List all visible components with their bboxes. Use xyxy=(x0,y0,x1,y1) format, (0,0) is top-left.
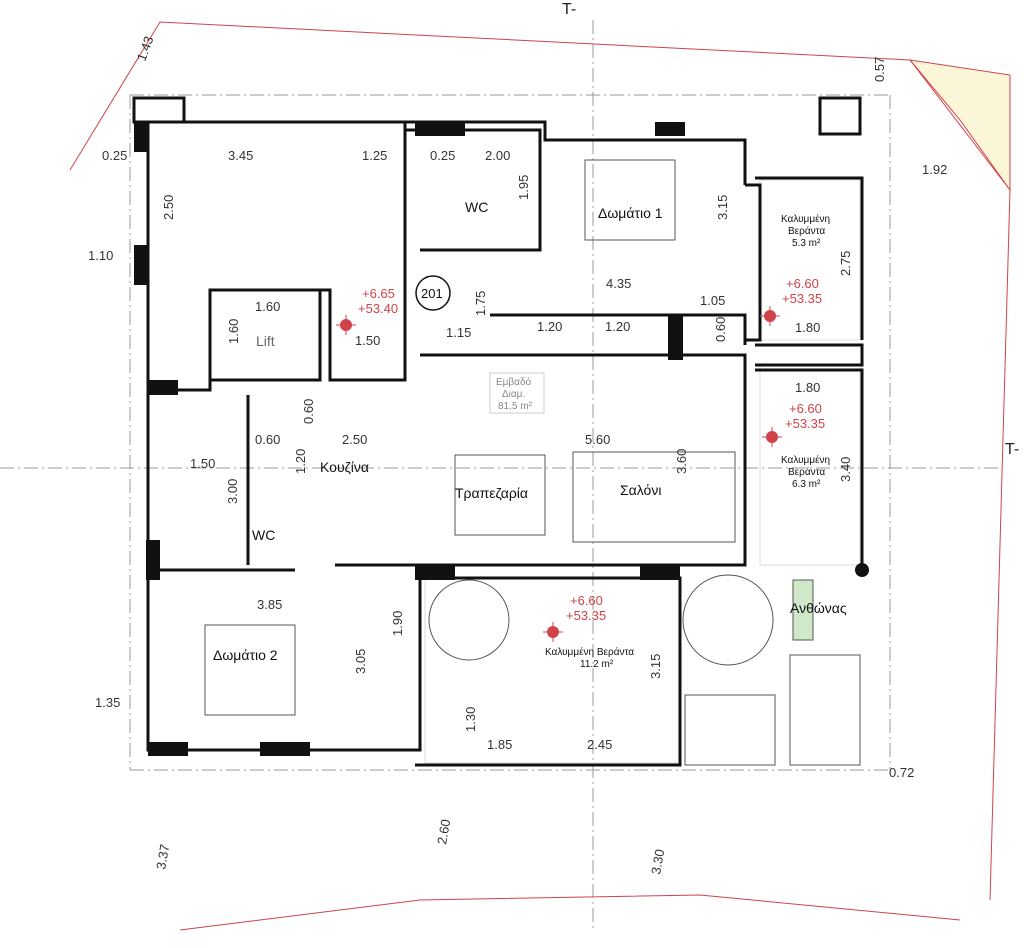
wall-columns xyxy=(134,122,869,756)
dimension-labels: 1.43 0.57 0.25 3.45 1.25 0.25 2.00 1.95 … xyxy=(88,34,947,875)
level-a: +6.60 xyxy=(570,593,603,608)
dimension: 1.35 xyxy=(95,695,120,710)
dimension: 3.37 xyxy=(153,843,172,871)
dimension: 0.57 xyxy=(872,57,887,82)
level-b: +53.40 xyxy=(358,301,398,316)
section-mark-right: T- xyxy=(1005,441,1019,458)
room-bedroom-2: Δωμάτιο 2 xyxy=(213,647,278,663)
dimension: 3.60 xyxy=(674,449,689,474)
dimension: 0.25 xyxy=(102,148,127,163)
dimension: 3.30 xyxy=(648,848,667,876)
room-kitchen: Κουζίνα xyxy=(320,459,369,475)
veranda-2-label-2: Βεράντα xyxy=(788,466,825,478)
dimension: 1.50 xyxy=(190,456,215,471)
room-bedroom-1: Δωμάτιο 1 xyxy=(598,205,663,221)
dimension: 3.45 xyxy=(228,148,253,163)
dimension: 0.72 xyxy=(889,765,914,780)
veranda-1-area: 5.3 m² xyxy=(792,238,821,249)
dimension: 2.60 xyxy=(434,818,453,846)
room-dining: Τραπεζαρία xyxy=(455,485,528,501)
dimension: 1.75 xyxy=(473,291,488,316)
level-markers: +6.65 +53.40 +6.60 +53.35 +6.60 +53.35 +… xyxy=(336,276,825,642)
section-mark-top: T- xyxy=(562,1,576,18)
room-planter: Ανθώνας xyxy=(790,600,847,616)
dimension: 0.60 xyxy=(255,432,280,447)
dimension: 0.60 xyxy=(713,317,728,342)
level-b: +53.35 xyxy=(785,416,825,431)
level-target-icon xyxy=(760,306,780,326)
area-value: 81.5 m² xyxy=(498,401,533,412)
room-wc-1: WC xyxy=(465,199,488,215)
veranda-1-label-2: Βεράντα xyxy=(788,225,825,237)
dimension: 4.35 xyxy=(606,276,631,291)
dimension: 1.43 xyxy=(134,34,157,63)
apartment-number-badge xyxy=(415,275,451,311)
dimension: 2.45 xyxy=(587,737,612,752)
dimension: 3.15 xyxy=(648,654,663,679)
dimension: 2.50 xyxy=(161,195,176,220)
dimension: 1.80 xyxy=(795,380,820,395)
dimension: 1.80 xyxy=(795,320,820,335)
walls xyxy=(132,96,864,767)
dimension: 1.50 xyxy=(355,333,380,348)
area-label-1: Εμβαδό xyxy=(496,376,532,388)
dimension: 1.95 xyxy=(516,175,531,200)
level-b: +53.35 xyxy=(782,291,822,306)
dimension: 0.60 xyxy=(301,399,316,424)
veranda-2-label: Καλυμμένη xyxy=(781,454,830,466)
dimension: 1.05 xyxy=(700,293,725,308)
level-a: +6.60 xyxy=(789,401,822,416)
dimension: 1.20 xyxy=(605,319,630,334)
dimension: 1.90 xyxy=(390,611,405,636)
dimension: 2.00 xyxy=(485,148,510,163)
level-target-icon xyxy=(762,427,782,447)
dimension: 3.85 xyxy=(257,597,282,612)
dimension: 3.15 xyxy=(715,195,730,220)
dimension: 1.25 xyxy=(362,148,387,163)
section-axes xyxy=(0,20,1000,930)
room-living: Σαλόνι xyxy=(620,482,661,498)
dimension: 0.25 xyxy=(430,148,455,163)
dimension: 2.75 xyxy=(838,251,853,276)
dimension: 3.05 xyxy=(353,649,368,674)
room-labels: WC Δωμάτιο 1 Lift 201 Κουζίνα Τραπεζαρία… xyxy=(213,199,847,663)
veranda-3-label: Καλυμμένη Βεράντα xyxy=(545,646,634,658)
veranda-1-label: Καλυμμένη xyxy=(781,213,830,225)
veranda-3-area: 11.2 m² xyxy=(580,659,614,670)
dimension: 5.60 xyxy=(585,432,610,447)
dimension: 1.30 xyxy=(463,707,478,732)
area-label-2: Διαμ. xyxy=(502,389,525,400)
plot-boundary xyxy=(69,21,1011,931)
dimension: 3.40 xyxy=(838,457,853,482)
dimension: 1.15 xyxy=(446,325,471,340)
dimension: 1.20 xyxy=(537,319,562,334)
veranda-2-area: 6.3 m² xyxy=(792,479,821,490)
dimension: 1.92 xyxy=(922,162,947,177)
room-lift: Lift xyxy=(256,333,275,349)
dimension: 1.10 xyxy=(88,248,113,263)
level-target-icon xyxy=(543,622,563,642)
apartment-number: 201 xyxy=(421,286,443,301)
veranda-labels: Καλυμμένη Βεράντα 5.3 m² Καλυμμένη Βεράν… xyxy=(545,213,830,670)
dimension: 2.50 xyxy=(342,432,367,447)
level-target-icon xyxy=(336,315,356,335)
level-b: +53.35 xyxy=(566,608,606,623)
dimension: 3.00 xyxy=(225,479,240,504)
area-box: Εμβαδό Διαμ. 81.5 m² xyxy=(489,372,545,414)
dimension: 1.20 xyxy=(293,449,308,474)
dimension: 1.60 xyxy=(226,319,241,344)
level-a: +6.65 xyxy=(362,286,395,301)
level-a: +6.60 xyxy=(786,276,819,291)
dimension: 1.85 xyxy=(487,737,512,752)
dimension: 1.60 xyxy=(255,299,280,314)
room-wc-2: WC xyxy=(252,527,275,543)
